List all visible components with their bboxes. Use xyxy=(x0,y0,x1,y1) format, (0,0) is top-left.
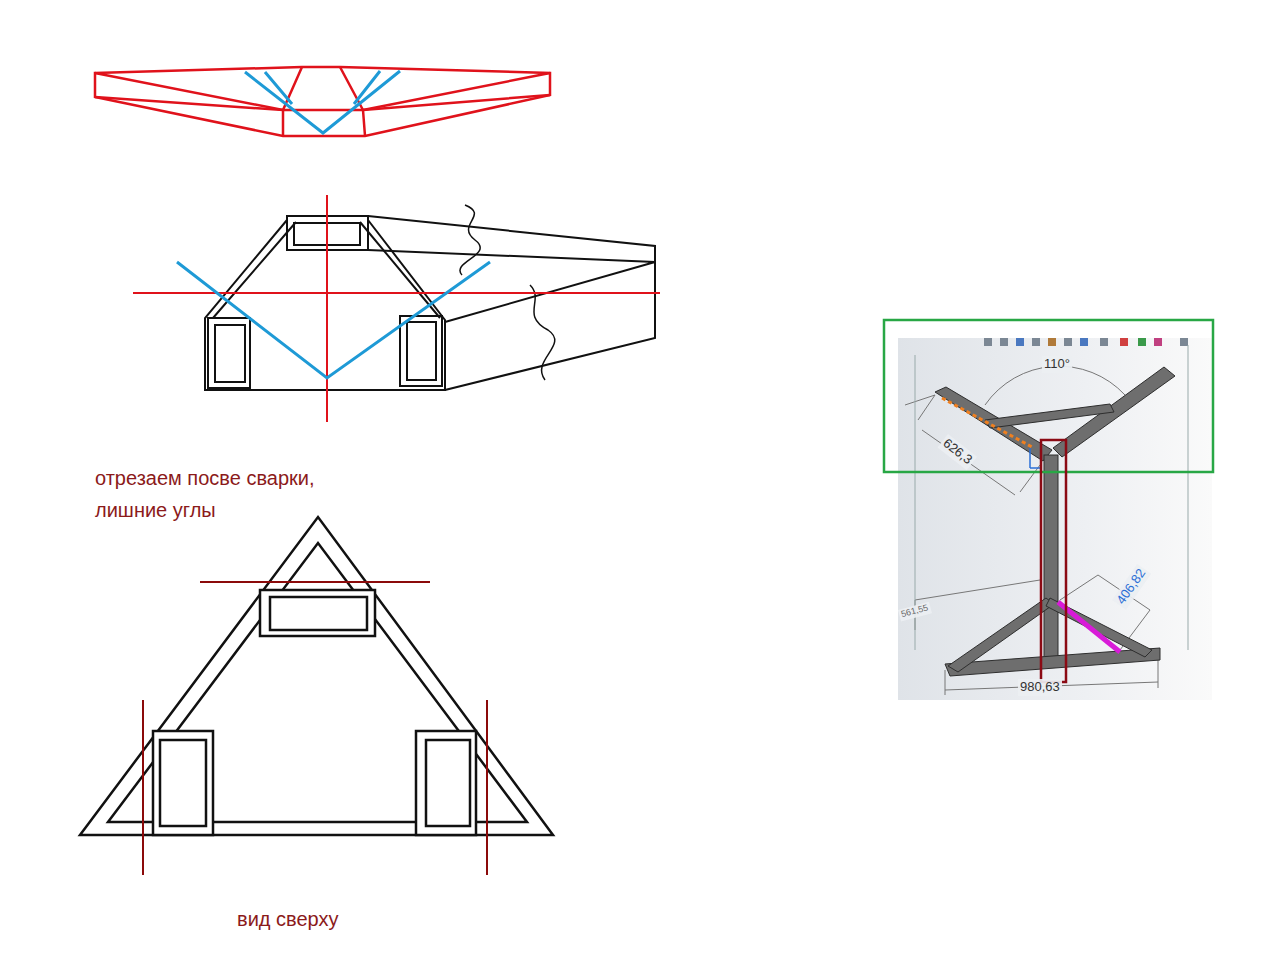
toolbar-icon xyxy=(984,338,992,346)
beam-extension xyxy=(368,216,655,390)
top-view-sketch xyxy=(80,517,553,835)
view-caption: вид сверху xyxy=(237,906,338,932)
toolbar-icon xyxy=(1120,338,1128,346)
tube-section-inner xyxy=(215,325,245,382)
column xyxy=(1044,455,1058,665)
triangle-outer xyxy=(80,517,553,835)
toolbar-icon xyxy=(1138,338,1146,346)
cad-background xyxy=(898,338,1212,700)
length-dimension: 626,3 xyxy=(938,434,977,470)
tube-section-inner xyxy=(270,597,367,630)
tube-section-inner xyxy=(407,322,436,380)
highlight-frame xyxy=(1041,440,1066,682)
dimension-line xyxy=(905,395,1040,630)
axis-line xyxy=(326,195,328,422)
frame-diagonals xyxy=(95,73,550,110)
tube-section xyxy=(400,316,442,386)
toolbar-icon xyxy=(1080,338,1088,346)
toolbar-icon xyxy=(1016,338,1024,346)
beam-bottom xyxy=(205,389,445,391)
top-cross-beam xyxy=(985,404,1114,428)
tube-section-inner xyxy=(160,740,206,826)
break-line xyxy=(460,205,480,275)
cut-line xyxy=(486,700,488,875)
cut-line xyxy=(200,581,430,583)
length-dimension: 406,82 xyxy=(1112,564,1151,610)
table-frame-model xyxy=(935,367,1175,676)
red-frame-sketch xyxy=(95,67,550,136)
toolbar-icon xyxy=(1180,338,1188,346)
tube-section xyxy=(260,590,375,636)
cut-line xyxy=(142,700,144,875)
tube-section xyxy=(416,731,476,835)
tube-section xyxy=(153,731,213,835)
toolbar-icon xyxy=(1032,338,1040,346)
base-beam xyxy=(948,598,1054,672)
break-line xyxy=(530,285,555,380)
cut-lines xyxy=(143,582,487,875)
blue-v-line xyxy=(245,71,400,133)
frame-inner-edge xyxy=(95,95,550,110)
perspective-sketch xyxy=(205,205,655,390)
highlighted-edge xyxy=(1058,602,1120,652)
length-dimension: 561,55 xyxy=(898,602,931,621)
toolbar-icon xyxy=(1100,338,1108,346)
beam-outline xyxy=(205,220,445,390)
toolbar-icon xyxy=(1048,338,1056,346)
blue-v-line xyxy=(177,262,490,378)
red-axes xyxy=(133,195,660,422)
length-dimension: 980,63 xyxy=(1018,679,1062,696)
frame-center-lines xyxy=(283,67,365,136)
dimension-lines xyxy=(905,345,1188,695)
toolbar-icon xyxy=(1064,338,1072,346)
frame-outline xyxy=(95,67,550,136)
tube-section xyxy=(208,318,250,388)
highlight-frame xyxy=(884,320,1213,472)
tube-section-inner xyxy=(426,740,470,826)
axis-line xyxy=(133,292,660,294)
base-beam xyxy=(1046,598,1152,657)
cad-screenshot xyxy=(898,338,1212,700)
angle-dimension: 110° xyxy=(1042,356,1072,373)
blue-short-line xyxy=(265,71,380,104)
blue-cut-lines xyxy=(245,71,400,133)
toolbar-icons xyxy=(984,338,1188,346)
note-text: отрезаем посве сварки, лишние углы xyxy=(95,462,367,526)
toolbar-icon xyxy=(1000,338,1008,346)
toolbar-icon xyxy=(1154,338,1162,346)
